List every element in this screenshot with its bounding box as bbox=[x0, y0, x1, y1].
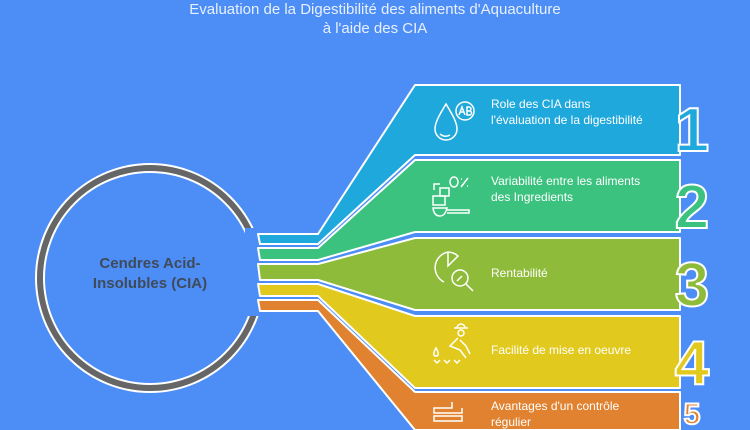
item-5-label: Avantages d'un contrôle régulier bbox=[491, 399, 620, 429]
item-3-label: Rentabilité bbox=[491, 266, 548, 280]
pie-chart-search-icon bbox=[434, 251, 474, 292]
center-label: Cendres Acid- Insolubles (CIA) bbox=[60, 254, 240, 294]
center-label-line-1: Cendres Acid- bbox=[99, 255, 201, 272]
band-4 bbox=[257, 283, 681, 389]
band-1 bbox=[257, 84, 681, 245]
item-number-5: 5 bbox=[684, 398, 701, 430]
ingredients-scale-icon bbox=[432, 176, 470, 217]
title-line-2: à l'aide des CIA bbox=[322, 20, 428, 37]
water-drop-ab-icon bbox=[434, 101, 475, 141]
item-4-label: Facilité de mise en oeuvre bbox=[491, 343, 632, 357]
band-5 bbox=[257, 299, 681, 430]
item-number-1: 1 bbox=[675, 96, 709, 165]
item-number-4: 4 bbox=[675, 329, 710, 398]
item-number-3: 3 bbox=[675, 251, 709, 320]
title-line-1: Evaluation de la Digestibilité des alime… bbox=[189, 1, 561, 18]
item-number-2: 2 bbox=[675, 173, 709, 242]
item-2-label: Variabilité entre les aliments des Ingre… bbox=[491, 174, 641, 204]
page-title: Evaluation de la Digestibilité des alime… bbox=[0, 0, 750, 38]
stacked-layers-icon bbox=[433, 402, 463, 422]
farmer-planting-icon bbox=[433, 323, 471, 365]
center-label-line-2: Insolubles (CIA) bbox=[92, 275, 208, 292]
band-3 bbox=[257, 237, 681, 311]
item-1-label: Role des CIA dans l'évaluation de la dig… bbox=[491, 97, 643, 127]
